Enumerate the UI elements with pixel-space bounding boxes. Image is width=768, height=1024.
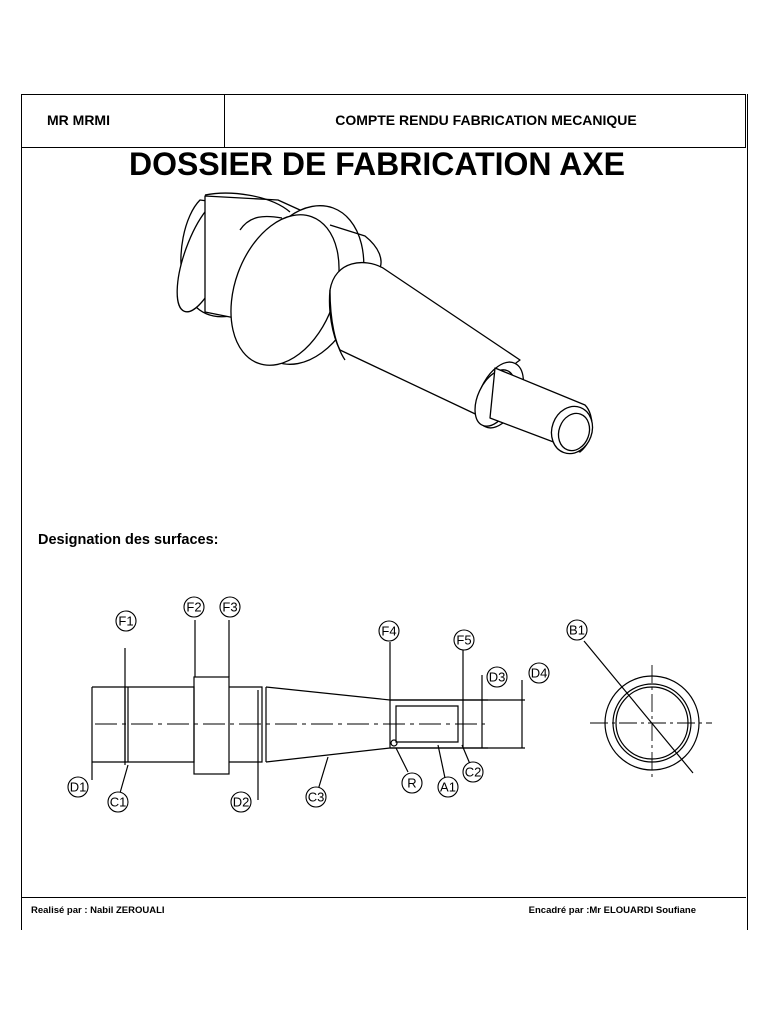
label-circle-F2 bbox=[183, 596, 205, 618]
label-A1: A1 bbox=[440, 780, 456, 795]
header-box bbox=[21, 94, 746, 148]
label-circle-R bbox=[401, 772, 423, 794]
label-C2: C2 bbox=[465, 765, 482, 780]
label-circle-C2 bbox=[462, 761, 484, 783]
label-circle-C3 bbox=[305, 786, 327, 808]
label-circle-F4 bbox=[378, 620, 400, 642]
label-D2: D2 bbox=[233, 795, 250, 810]
page-title: DOSSIER DE FABRICATION AXE bbox=[128, 146, 626, 182]
label-circle-F3 bbox=[219, 596, 241, 618]
label-circle-D2 bbox=[230, 791, 252, 813]
label-D1: D1 bbox=[70, 780, 87, 795]
footer-author: Realisé par : Nabil ZEROUALI bbox=[31, 905, 165, 916]
author-name: MR MRMI bbox=[47, 112, 110, 128]
label-circle-C1 bbox=[107, 791, 129, 813]
label-circle-D4 bbox=[528, 662, 550, 684]
footer-supervisor: Encadré par :Mr ELOUARDI Soufiane bbox=[528, 905, 696, 916]
label-C1: C1 bbox=[110, 795, 127, 810]
label-circle-A1 bbox=[437, 776, 459, 798]
label-C3: C3 bbox=[308, 790, 325, 805]
label-F1: F1 bbox=[118, 614, 133, 629]
label-F3: F3 bbox=[222, 600, 237, 615]
report-title: COMPTE RENDU FABRICATION MECANIQUE bbox=[335, 112, 637, 128]
label-circle-F1 bbox=[115, 610, 137, 632]
section-heading: Designation des surfaces: bbox=[38, 532, 219, 548]
header-divider bbox=[224, 94, 225, 148]
label-circle-D1 bbox=[67, 776, 89, 798]
footer-divider bbox=[21, 897, 746, 898]
label-B1: B1 bbox=[569, 623, 585, 638]
label-R: R bbox=[407, 776, 416, 791]
label-F2: F2 bbox=[186, 600, 201, 615]
label-circle-B1 bbox=[566, 619, 588, 641]
document-sheet bbox=[21, 94, 748, 930]
label-D3: D3 bbox=[489, 670, 506, 685]
label-circle-D3 bbox=[486, 666, 508, 688]
label-F4: F4 bbox=[381, 624, 396, 639]
label-F5: F5 bbox=[456, 633, 471, 648]
label-D4: D4 bbox=[531, 666, 548, 681]
label-circle-F5 bbox=[453, 629, 475, 651]
